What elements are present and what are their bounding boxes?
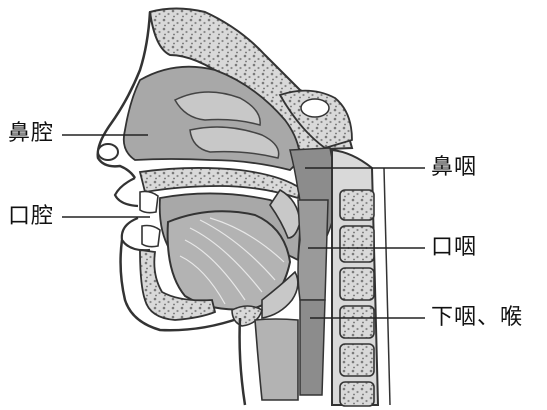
sphenoid-sinus xyxy=(301,99,329,117)
upper-teeth xyxy=(140,192,158,213)
label-oropharynx: 口咽 xyxy=(431,235,477,261)
oropharynx-region xyxy=(298,200,328,300)
vertebra-c5 xyxy=(340,344,374,376)
label-oral-cavity: 口腔 xyxy=(8,204,54,230)
vertebra-c4 xyxy=(340,306,374,338)
vertebra-c2 xyxy=(340,226,374,262)
vertebra-c1 xyxy=(340,190,374,220)
lower-teeth xyxy=(142,226,160,247)
vertebra-c6 xyxy=(340,382,374,406)
label-laryngopharynx: 下咽、喉 xyxy=(431,305,523,331)
label-nasopharynx: 鼻咽 xyxy=(431,155,477,181)
neck-front-outline xyxy=(240,318,245,405)
spinal-canal-line xyxy=(384,168,390,405)
laryngopharynx-region xyxy=(300,300,325,395)
upper-lip xyxy=(115,178,138,206)
trachea xyxy=(255,319,298,400)
label-nasal-cavity: 鼻腔 xyxy=(8,121,54,147)
vertebra-c3 xyxy=(340,268,374,300)
nostril xyxy=(98,144,118,160)
